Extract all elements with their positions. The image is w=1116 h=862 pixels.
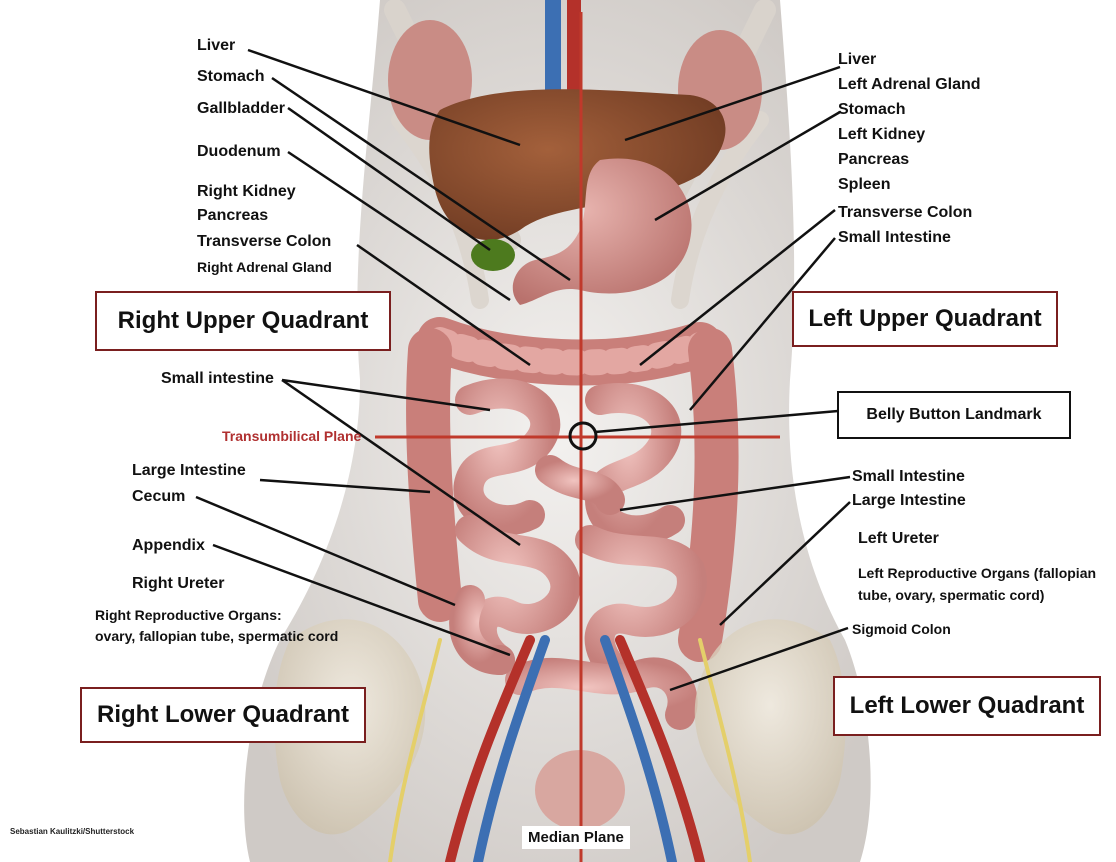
label-stomach-left: Stomach	[838, 101, 906, 119]
label-left-kidney: Left Kidney	[838, 126, 925, 144]
label-large-intestine-right: Large Intestine	[132, 462, 246, 480]
label-duodenum: Duodenum	[197, 143, 281, 161]
label-appendix: Appendix	[132, 537, 205, 555]
label-left-reproductive-organs-detail: tube, ovary, spermatic cord)	[858, 586, 1044, 604]
image-credit: Sebastian Kaulitzki/Shutterstock	[10, 827, 134, 836]
label-pancreas-left: Pancreas	[838, 151, 909, 169]
label-liver-left: Liver	[838, 51, 876, 69]
label-sigmoid-colon: Sigmoid Colon	[852, 620, 951, 638]
label-small-intestine-left-lower: Small Intestine	[852, 468, 965, 486]
label-right-reproductive-organs: Right Reproductive Organs:	[95, 606, 282, 624]
left-lower-quadrant-box: Left Lower Quadrant	[833, 676, 1101, 736]
ascending-colon	[428, 350, 440, 600]
label-small-intestine-right: Small intestine	[161, 370, 274, 388]
median-plane-label: Median Plane	[522, 826, 630, 849]
label-right-adrenal-gland: Right Adrenal Gland	[197, 258, 332, 276]
label-transverse-colon-right: Transverse Colon	[197, 233, 331, 251]
label-right-ureter: Right Ureter	[132, 575, 224, 593]
belly-button-landmark-box: Belly Button Landmark	[837, 391, 1071, 439]
gallbladder	[471, 239, 515, 271]
label-large-intestine-left: Large Intestine	[852, 492, 966, 510]
label-right-kidney: Right Kidney	[197, 183, 296, 201]
label-transverse-colon-left: Transverse Colon	[838, 204, 972, 222]
transumbilical-plane-label: Transumbilical Plane	[222, 428, 361, 444]
label-left-ureter: Left Ureter	[858, 530, 939, 548]
label-cecum: Cecum	[132, 488, 185, 506]
label-right-reproductive-organs-detail: ovary, fallopian tube, spermatic cord	[95, 627, 338, 645]
right-upper-quadrant-box: Right Upper Quadrant	[95, 291, 391, 351]
label-liver-right: Liver	[197, 37, 235, 55]
label-small-intestine-left-upper: Small Intestine	[838, 229, 951, 247]
label-gallbladder: Gallbladder	[197, 100, 285, 118]
label-left-adrenal-gland: Left Adrenal Gland	[838, 76, 981, 94]
label-pancreas-right: Pancreas	[197, 207, 268, 225]
right-lower-quadrant-box: Right Lower Quadrant	[80, 687, 366, 743]
label-left-reproductive-organs: Left Reproductive Organs (fallopian	[858, 564, 1096, 582]
left-upper-quadrant-box: Left Upper Quadrant	[792, 291, 1058, 347]
label-stomach-right: Stomach	[197, 68, 265, 86]
label-spleen: Spleen	[838, 176, 890, 194]
